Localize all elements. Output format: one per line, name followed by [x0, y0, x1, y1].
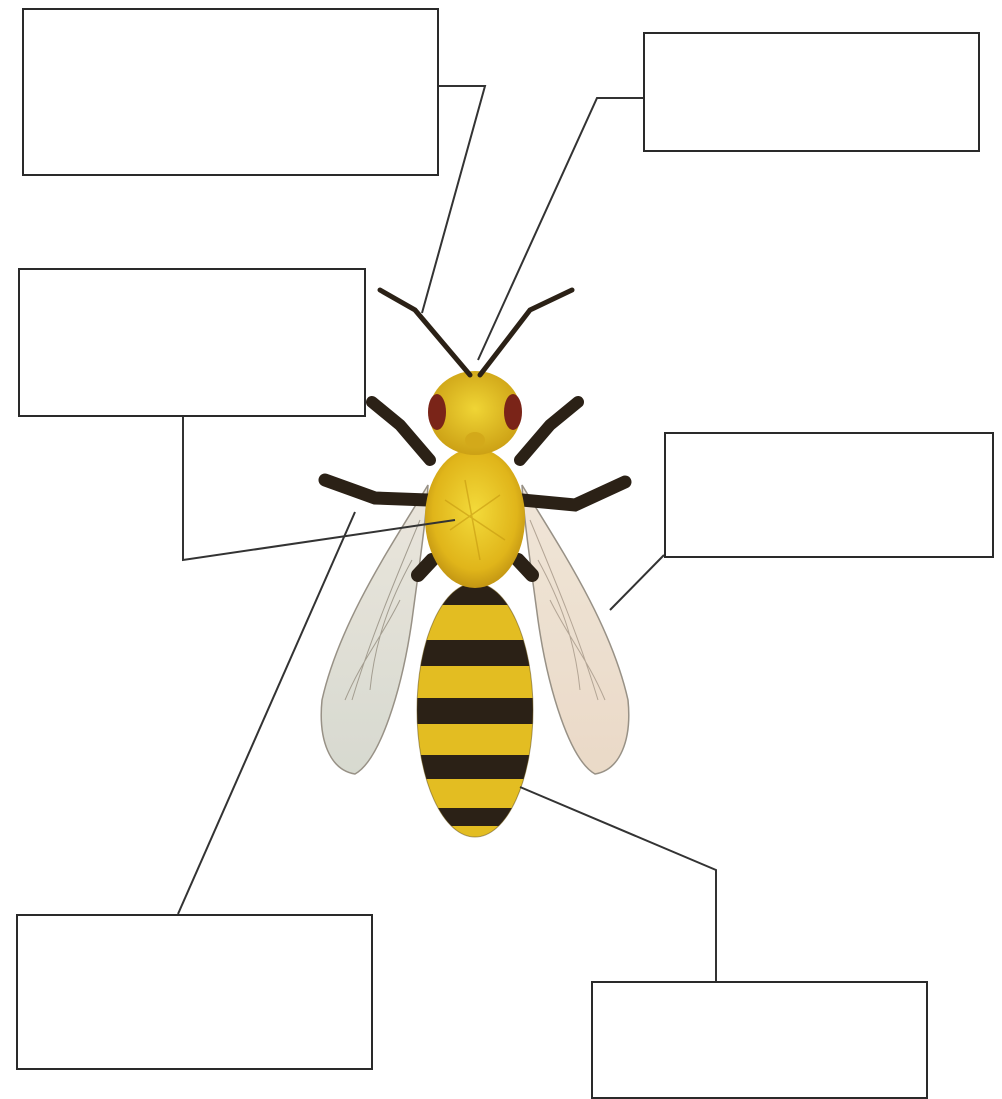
- label-box-abdomen[interactable]: [591, 981, 928, 1099]
- right-wing: [522, 485, 629, 774]
- thorax: [425, 448, 525, 588]
- antennae: [380, 290, 572, 375]
- leader-line-4: [610, 555, 664, 610]
- abdomen: [410, 583, 540, 837]
- label-box-wing[interactable]: [664, 432, 994, 558]
- label-box-leg[interactable]: [16, 914, 373, 1070]
- label-box-head[interactable]: [643, 32, 980, 152]
- label-box-antenna[interactable]: [22, 8, 439, 176]
- leader-line-6: [520, 787, 716, 981]
- label-box-thorax[interactable]: [18, 268, 366, 417]
- left-wing: [321, 485, 428, 774]
- leader-line-2: [478, 98, 643, 360]
- head: [428, 371, 522, 455]
